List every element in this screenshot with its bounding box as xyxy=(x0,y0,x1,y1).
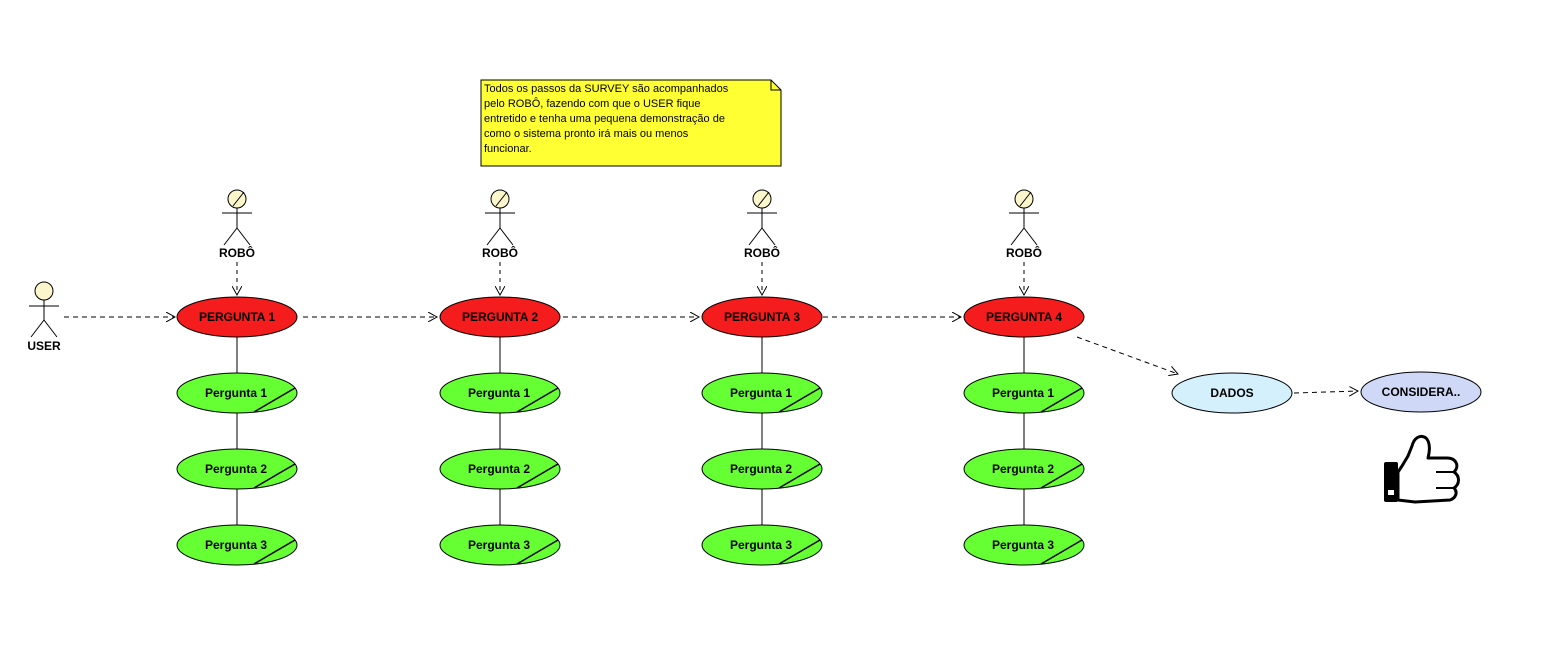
question-usecase[interactable]: Pergunta 1 xyxy=(439,372,561,414)
question-usecase[interactable]: Pergunta 3 xyxy=(701,524,823,566)
note-line: pelo ROBÔ, fazendo com que o USER fique xyxy=(484,97,700,110)
question-label: Pergunta 1 xyxy=(992,386,1054,400)
stick-figure-icon xyxy=(485,189,515,246)
question-usecase[interactable]: Pergunta 2 xyxy=(176,448,298,490)
question-label: Pergunta 1 xyxy=(730,386,792,400)
user-actor[interactable]: USER xyxy=(27,281,61,353)
question-label: Pergunta 2 xyxy=(992,462,1054,476)
question-usecase[interactable]: Pergunta 1 xyxy=(176,372,298,414)
question-label: Pergunta 2 xyxy=(730,462,792,476)
step-label: PERGUNTA 2 xyxy=(462,310,538,324)
step-label: PERGUNTA 3 xyxy=(724,310,800,324)
stick-figure-icon xyxy=(747,189,777,246)
question-label: Pergunta 3 xyxy=(468,538,530,552)
dados-usecase[interactable]: DADOS xyxy=(1171,372,1293,414)
question-usecase[interactable]: Pergunta 2 xyxy=(963,448,1085,490)
note-line: como o sistema pronto irá mais ou menos xyxy=(484,128,689,140)
robo-actor[interactable]: ROBÔ xyxy=(482,189,518,260)
question-label: Pergunta 1 xyxy=(468,386,530,400)
question-label: Pergunta 2 xyxy=(468,462,530,476)
step-usecase-4[interactable]: PERGUNTA 4 xyxy=(963,296,1085,338)
stick-figure-icon xyxy=(222,189,252,246)
step-usecase-2[interactable]: PERGUNTA 2 xyxy=(439,296,561,338)
arrow-p4-to-dados xyxy=(1076,336,1178,374)
robo-actor[interactable]: ROBÔ xyxy=(744,189,780,260)
step-usecase-1[interactable]: PERGUNTA 1 xyxy=(176,296,298,338)
question-label: Pergunta 3 xyxy=(205,538,267,552)
robo-label: ROBÔ xyxy=(744,245,780,260)
question-usecase[interactable]: Pergunta 1 xyxy=(963,372,1085,414)
user-label: USER xyxy=(27,339,61,353)
question-usecase[interactable]: Pergunta 3 xyxy=(963,524,1085,566)
dados-label: DADOS xyxy=(1210,386,1253,400)
survey-note: Todos os passos da SURVEY são acompanhad… xyxy=(480,79,782,167)
survey-column-1: ROBÔ PERGUNTA 1 Pergunta 1 Pergunta 2 Pergun… xyxy=(176,189,298,566)
step-label: PERGUNTA 4 xyxy=(986,310,1062,324)
survey-column-2: ROBÔ PERGUNTA 2 Pergunta 1 Pergunta 2 Pergun… xyxy=(439,189,561,566)
considera-usecase[interactable]: CONSIDERA.. xyxy=(1360,371,1482,413)
question-usecase[interactable]: Pergunta 2 xyxy=(439,448,561,490)
question-label: Pergunta 1 xyxy=(205,386,267,400)
step-label: PERGUNTA 1 xyxy=(199,310,275,324)
question-usecase[interactable]: Pergunta 2 xyxy=(701,448,823,490)
robo-label: ROBÔ xyxy=(1006,245,1042,260)
question-usecase[interactable]: Pergunta 3 xyxy=(439,524,561,566)
arrow-dados-to-considera xyxy=(1293,391,1358,393)
stick-figure-icon xyxy=(29,281,59,338)
robo-actor[interactable]: ROBÔ xyxy=(219,189,255,260)
robo-label: ROBÔ xyxy=(219,245,255,260)
question-usecase[interactable]: Pergunta 1 xyxy=(701,372,823,414)
robo-actor[interactable]: ROBÔ xyxy=(1006,189,1042,260)
thumbs-up-icon xyxy=(1384,434,1460,504)
considera-label: CONSIDERA.. xyxy=(1382,385,1461,399)
survey-column-4: ROBÔ PERGUNTA 4 Pergunta 1 Pergunta 2 Pergun… xyxy=(963,189,1085,566)
survey-column-3: ROBÔ PERGUNTA 3 Pergunta 1 Pergunta 2 Pergun… xyxy=(701,189,823,566)
step-usecase-3[interactable]: PERGUNTA 3 xyxy=(701,296,823,338)
stick-figure-icon xyxy=(1009,189,1039,246)
question-usecase[interactable]: Pergunta 3 xyxy=(176,524,298,566)
question-label: Pergunta 2 xyxy=(205,462,267,476)
robo-label: ROBÔ xyxy=(482,245,518,260)
question-label: Pergunta 3 xyxy=(730,538,792,552)
note-line: entretido e tenha uma pequena demonstraç… xyxy=(484,113,725,125)
note-line: funcionar. xyxy=(484,143,532,155)
question-label: Pergunta 3 xyxy=(992,538,1054,552)
note-line: Todos os passos da SURVEY são acompanhad… xyxy=(484,83,729,95)
